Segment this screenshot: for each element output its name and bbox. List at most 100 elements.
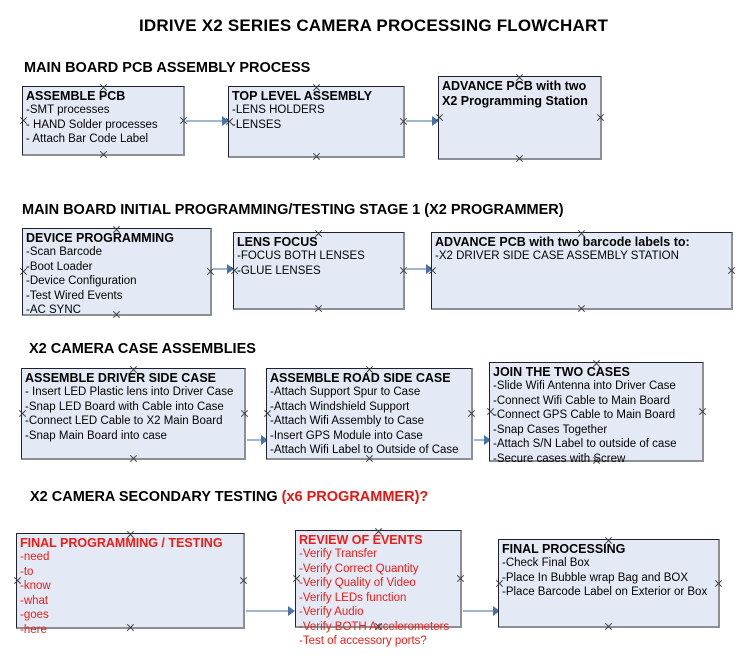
connector-driver-side-to-road-side [247,439,265,441]
node-line: -GLUE LENSES [237,264,321,277]
node-line: -here [20,623,47,636]
node-title: DEVICE PROGRAMMING [26,231,174,245]
node-final-processing[interactable]: FINAL PROCESSING -Check Final Box -Place… [498,539,720,628]
section-heading-text: X2 CAMERA SECONDARY TESTING [30,489,282,505]
node-line: -Verify Quality of Video [299,577,416,589]
connector-review-of-events-to-final-processing [463,610,496,612]
node-line: -Attach Wifi Assembly to Case [270,415,425,427]
node-line: -Attach Support Spur to Case [270,386,421,398]
node-top-level-assembly[interactable]: TOP LEVEL ASSEMBLY -LENS HOLDERS -LENSES [228,86,405,158]
node-assemble-road-side-case[interactable]: ASSEMBLE ROAD SIDE CASE -Attach Support … [266,368,473,460]
node-line: -goes [20,609,49,621]
node-line: -FOCUS BOTH LENSES [237,250,365,262]
node-device-programming[interactable]: DEVICE PROGRAMMING -Scan Barcode -Boot L… [22,228,212,316]
node-title: TOP LEVEL ASSEMBLY [232,89,373,103]
node-line: -LENS HOLDERS [232,104,325,116]
node-line: -Snap Main Board into case [25,429,167,442]
node-title: ADVANCE PCB with two barcode labels to: [435,235,690,249]
arrow-head-icon [288,606,295,616]
node-line: X2 Programming Station [442,94,588,108]
node-line: -Connect LED Cable to X2 Main Board [25,415,223,427]
node-line: -LENSES [232,118,282,131]
resize-handle-bottom[interactable] [515,154,524,163]
section-heading-text: MAIN BOARD PCB ASSEMBLY PROCESS [24,60,311,76]
node-line: -Boot Loader [26,260,93,273]
section-heading-text: MAIN BOARD INITIAL PROGRAMMING/TESTING S… [22,202,564,218]
arrow-head-icon [484,435,491,445]
node-line: -Check Final Box [502,557,590,569]
section-heading-x2-camera-secondary-testing: X2 CAMERA SECONDARY TESTING (x6 PROGRAMM… [30,489,428,505]
node-line: -know [20,580,51,592]
resize-handle-bottom[interactable] [99,150,108,159]
node-line-overflow: -Test of accessory ports? [299,635,427,647]
arrow-head-icon [222,116,229,126]
node-line: -X2 DRIVER SIDE CASE ASSEMBLY STATION [435,250,679,262]
node-final-programming-testing[interactable]: FINAL PROGRAMMING / TESTING -need -to -k… [16,533,245,636]
connector-device-programming-to-lens-focus [213,268,230,270]
section-heading-x2-camera-case-assemblies: X2 CAMERA CASE ASSEMBLIES [29,341,256,357]
section-heading-accent: (x6 PROGRAMMER)? [281,489,429,505]
node-line: - HAND Solder processes [26,118,158,131]
node-line: -Connect Wifi Cable to Main Board [493,394,671,407]
connector-lens-focus-to-advance-pcb [406,268,430,270]
node-title: JOIN THE TWO CASES [493,365,630,379]
node-advance-pcb-to-x2-programming-station[interactable]: ADVANCE PCB with two X2 Programming Stat… [438,76,602,160]
node-title: FINAL PROCESSING [502,542,626,556]
node-line: -Device Configuration [26,275,137,287]
node-advance-pcb-to-driver-side-case-assembly[interactable]: ADVANCE PCB with two barcode labels to: … [431,232,733,310]
page-title: IDRIVE X2 SERIES CAMERA PROCESSING FLOWC… [138,16,609,35]
node-title: ASSEMBLE PCB [26,89,126,103]
resize-handle-right[interactable] [727,266,736,275]
section-heading-main-board-initial-programming-testing-stage-1: MAIN BOARD INITIAL PROGRAMMING/TESTING S… [22,202,564,218]
node-line: -Verify Audio [299,606,364,618]
node-line: -Connect GPS Cable to Main Board [493,409,676,421]
node-line: -Verify Correct Quantity [299,562,419,575]
resize-handle-right[interactable] [596,113,605,122]
node-title: ASSEMBLE ROAD SIDE CASE [270,371,451,385]
resize-handle-bottom[interactable] [129,454,138,463]
node-line: -Place Barcode Label on Exterior or Box [502,586,708,598]
connector-assemble-pcb-to-top-level-assembly [186,120,224,122]
section-heading-main-board-pcb-assembly-process: MAIN BOARD PCB ASSEMBLY PROCESS [24,60,310,76]
node-line: -to [20,565,34,578]
node-line: -Slide Wifi Antenna into Driver Case [493,380,676,392]
node-line: -what [20,594,49,607]
node-line: -Place In Bubble wrap Bag and BOX [502,571,689,584]
node-lens-focus[interactable]: LENS FOCUS -FOCUS BOTH LENSES -GLUE LENS… [233,232,405,310]
node-line: -Test Wired Events [26,289,123,302]
node-line: -AC SYNC [26,304,81,316]
node-line: -Insert GPS Module into Case [270,429,423,442]
resize-handle-bottom[interactable] [312,152,321,161]
connector-top-level-assembly-to-advance-pcb [406,120,436,122]
node-assemble-pcb[interactable]: ASSEMBLE PCB -SMT processes - HAND Solde… [22,86,185,156]
node-title: LENS FOCUS [237,235,318,249]
arrow-head-icon [261,435,268,445]
resize-handle-bottom[interactable] [314,304,323,313]
resize-handle-bottom[interactable] [577,304,586,313]
section-heading-text: X2 CAMERA CASE ASSEMBLIES [29,341,256,357]
node-join-the-two-cases[interactable]: JOIN THE TWO CASES -Slide Wifi Antenna i… [489,362,704,465]
node-review-of-events[interactable]: REVIEW OF EVENTS -Verify Transfer -Verif… [295,530,462,647]
node-line: - Attach Bar Code Label [26,133,149,145]
connector-final-programming-to-review-of-events [246,610,290,612]
node-line: -Attach Wifi Label to Outside of Case [270,444,459,456]
node-line: -Verify LEDs function [299,591,407,604]
node-line: -SMT processes [26,104,110,116]
node-title: ADVANCE PCB with two [442,79,587,93]
arrow-head-icon [227,264,234,274]
node-line: -Snap Cases Together [493,423,608,436]
node-line: -Attach Windshield Support [270,400,410,413]
arrow-head-icon [432,116,439,126]
arrow-head-icon [426,264,433,274]
node-line: - Insert LED Plastic lens into Driver Ca… [25,386,234,398]
connector-road-side-to-join-cases [474,439,488,441]
node-line: -Verify BOTH Accelerometers [299,620,450,633]
node-assemble-driver-side-case[interactable]: ASSEMBLE DRIVER SIDE CASE - Insert LED P… [21,368,246,460]
arrow-head-icon [493,606,500,616]
node-line: -Snap LED Board with Cable into Case [25,400,224,413]
node-line: -Attach S/N Label to outside of case [493,438,677,450]
node-title: ASSEMBLE DRIVER SIDE CASE [25,371,217,385]
resize-handle-bottom[interactable] [604,622,613,631]
node-line: -Secure cases with Screw [493,452,626,465]
